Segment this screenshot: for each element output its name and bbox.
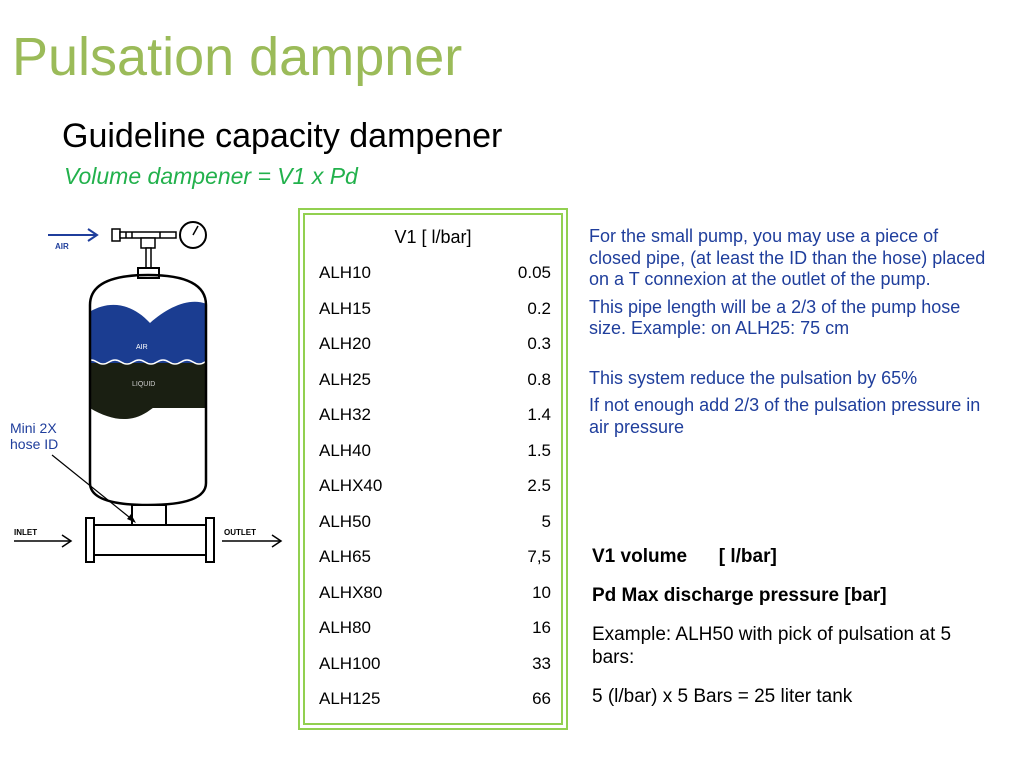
capacity-value: 0.8	[527, 369, 551, 389]
table-row: ALH65 7,5	[319, 547, 551, 575]
capacity-value: 66	[532, 689, 551, 708]
liquid-zone-label: LIQUID	[132, 381, 155, 388]
table-row: ALHX40 2.5	[319, 476, 551, 504]
model-name: ALH20	[319, 334, 371, 353]
model-name: ALHX80	[319, 582, 383, 602]
example-text: Example: ALH50 with pick of pulsation at…	[592, 624, 952, 668]
model-name: ALH15	[319, 298, 371, 318]
hose-note-line1: Mini 2X	[10, 420, 57, 436]
table-row: ALH50 5	[319, 512, 551, 540]
air-input-label: AIR	[55, 242, 69, 251]
capacity-value: 0.05	[517, 263, 551, 282]
valve-icon	[111, 228, 177, 269]
table-row: ALHX80 10	[319, 583, 551, 611]
table-row: ALH40 1.5	[319, 441, 551, 469]
model-name: ALH25	[319, 369, 371, 389]
outlet-arrow-icon	[222, 534, 283, 548]
table-row: ALH15 0.2	[319, 299, 551, 327]
model-name: ALHX40	[319, 476, 383, 495]
dampener-diagram: AIR AIR LIQUID IN	[10, 221, 283, 563]
table-row: ALH32 1.4	[319, 405, 551, 433]
capacity-value: 33	[532, 653, 551, 673]
note-paragraph: For the small pump, you may use a piece …	[589, 226, 986, 289]
note-paragraph: This system reduce the pulsation by 65%	[589, 367, 918, 388]
capacity-value: 1.4	[527, 405, 551, 424]
notes-panel: For the small pump, you may use a piece …	[589, 226, 989, 444]
pipe	[85, 517, 215, 563]
hose-note-line2: hose ID	[10, 436, 58, 452]
table-row: ALH25 0.8	[319, 370, 551, 398]
note-paragraph: If not enough add 2/3 of the pulsation p…	[589, 395, 981, 437]
table-row: ALH125 66	[319, 689, 551, 717]
model-name: ALH65	[319, 547, 371, 566]
table-row: ALH80 16	[319, 618, 551, 646]
capacity-value: 10	[532, 582, 551, 602]
page-subtitle: Guideline capacity dampener	[62, 117, 503, 155]
model-name: ALH40	[319, 440, 371, 460]
model-name: ALH32	[319, 405, 371, 424]
outlet-label: OUTLET	[224, 528, 256, 537]
formula-text: Volume dampener = V1 x Pd	[64, 163, 358, 189]
legend-panel: V1 volume [ l/bar] Pd Max discharge pres…	[592, 545, 992, 724]
model-name: ALH125	[319, 689, 381, 708]
tank-outline	[88, 273, 208, 507]
capacity-value: 2.5	[527, 476, 551, 495]
model-name: ALH100	[319, 653, 381, 673]
air-arrow-icon	[48, 228, 99, 242]
model-name: ALH50	[319, 511, 371, 531]
v1-definition: V1 volume	[592, 546, 688, 567]
pd-definition: Pd Max discharge pressure [bar]	[592, 585, 887, 606]
inlet-label: INLET	[14, 528, 37, 537]
model-name: ALH80	[319, 618, 371, 637]
pointer-arrow-icon	[51, 454, 136, 523]
note-paragraph: This pipe length will be a 2/3 of the pu…	[589, 296, 961, 339]
capacity-value: 5	[541, 511, 551, 531]
table-row: ALH20 0.3	[319, 334, 551, 362]
capacity-value: 0.2	[527, 298, 551, 318]
capacity-value: 0.3	[527, 334, 551, 353]
v1-unit: [ l/bar]	[718, 546, 777, 567]
table-row: ALH10 0.05	[319, 263, 551, 291]
table-header: V1 [ l/bar]	[394, 227, 472, 247]
capacity-value: 1.5	[527, 440, 551, 460]
model-name: ALH10	[319, 263, 371, 282]
capacity-value: 16	[532, 618, 551, 637]
table-row: ALH100 33	[319, 654, 551, 682]
air-zone-label: AIR	[136, 344, 148, 351]
capacity-value: 7,5	[527, 547, 551, 566]
air-zone	[90, 301, 206, 365]
page-title: Pulsation dampner	[12, 27, 463, 87]
inlet-arrow-icon	[14, 534, 73, 548]
pressure-gauge-icon	[179, 221, 207, 249]
example-result: 5 (l/bar) x 5 Bars = 25 liter tank	[592, 686, 853, 707]
